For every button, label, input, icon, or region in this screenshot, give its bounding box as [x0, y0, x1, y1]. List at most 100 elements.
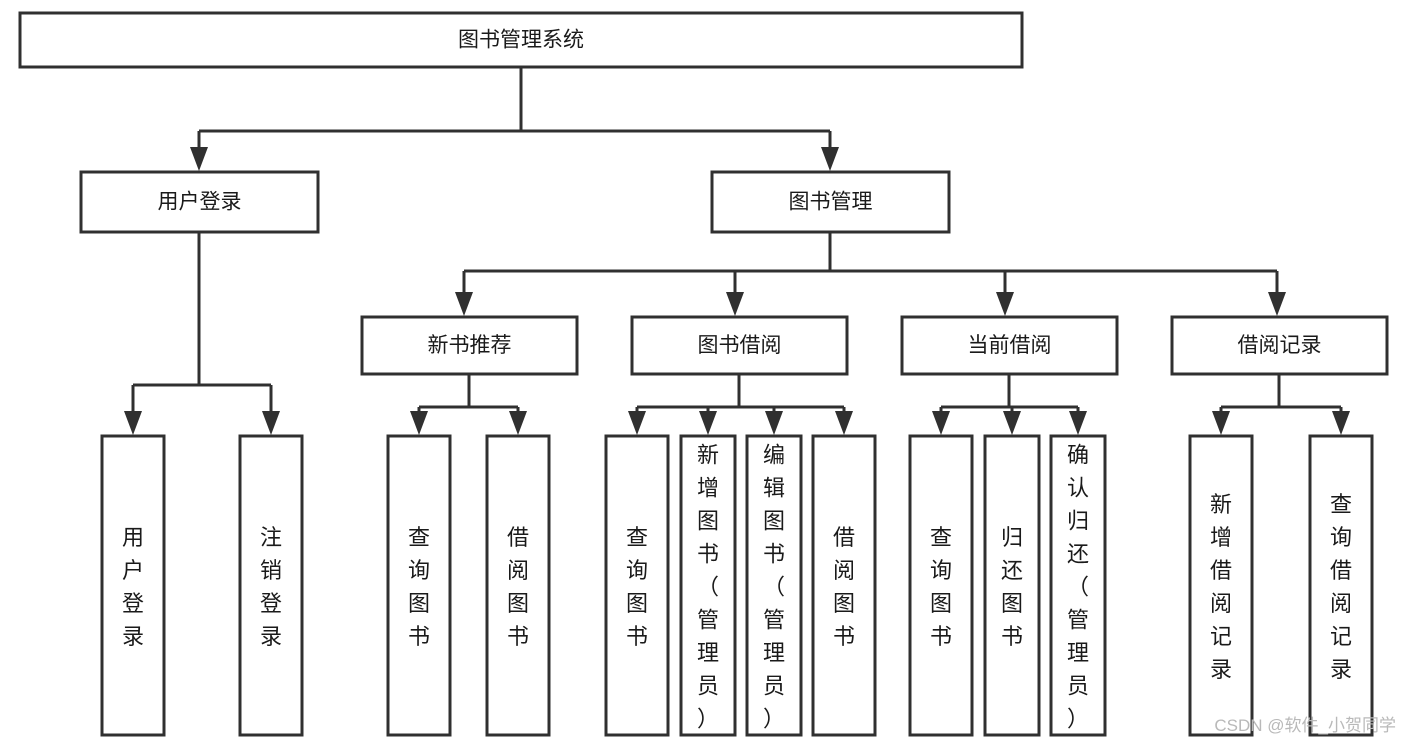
node-user-login-box[interactable] — [79, 170, 320, 234]
node-leaf-query-borrow-record-char: 询 — [1330, 525, 1352, 550]
node-borrow-record[interactable]: 借阅记录 — [1170, 315, 1389, 376]
node-leaf-user-logout-char: 录 — [260, 624, 282, 649]
node-leaf-add-borrow-record-char: 借 — [1210, 558, 1232, 583]
arrow-head-icon — [1332, 411, 1350, 435]
arrow-head-icon — [410, 411, 428, 435]
node-leaf-user-login[interactable]: 用户登录 — [100, 434, 166, 737]
node-leaf-query-book-rec-char: 询 — [408, 558, 430, 583]
node-book-borrow[interactable]: 图书借阅 — [630, 315, 849, 376]
node-leaf-query-book-current-char: 图 — [930, 591, 952, 616]
arrow-head-icon — [124, 411, 142, 435]
node-user-login[interactable]: 用户登录 — [79, 170, 320, 234]
node-leaf-confirm-return-admin-char: 理 — [1067, 641, 1089, 666]
connector-recommend-to-leaves — [417, 374, 520, 414]
node-new-book-recommend[interactable]: 新书推荐 — [360, 315, 579, 376]
arrow-head-icon — [190, 147, 208, 171]
node-leaf-add-book-admin-char: 管 — [697, 608, 719, 633]
node-book-borrow-label: 图书借阅 — [698, 334, 782, 357]
node-book-borrow-box[interactable] — [630, 315, 849, 376]
node-leaf-query-book-rec-char: 图 — [408, 591, 430, 616]
node-book-manage[interactable]: 图书管理 — [710, 170, 951, 234]
node-leaf-return-book-box[interactable] — [983, 434, 1041, 737]
node-leaf-borrow-book-rec-box[interactable] — [485, 434, 551, 737]
node-leaf-add-book-admin-char: 员 — [697, 674, 719, 699]
node-leaf-add-book-admin-char: 新 — [697, 443, 719, 468]
node-leaf-edit-book-admin-char: 理 — [763, 641, 785, 666]
arrow-head-icon — [996, 292, 1014, 316]
arrow-head-icon — [835, 411, 853, 435]
node-current-borrow[interactable]: 当前借阅 — [900, 315, 1119, 376]
connector-current-to-leaves — [939, 374, 1080, 414]
node-leaf-add-book-admin-char: 图 — [697, 509, 719, 534]
node-leaf-edit-book-admin-char: ） — [763, 707, 785, 732]
node-leaf-query-book-borrow-box[interactable] — [604, 434, 670, 737]
node-leaf-borrow-book-char: 图 — [833, 591, 855, 616]
node-leaf-query-borrow-record-char: 录 — [1330, 657, 1352, 682]
node-leaf-user-logout-char: 登 — [260, 591, 282, 616]
node-leaf-user-login-box[interactable] — [100, 434, 166, 737]
node-leaf-return-book-char: 图 — [1001, 591, 1023, 616]
arrow-head-icon — [765, 411, 783, 435]
node-leaf-user-logout-box[interactable] — [238, 434, 304, 737]
node-current-borrow-box[interactable] — [900, 315, 1119, 376]
node-leaf-borrow-book-box[interactable] — [811, 434, 877, 737]
arrow-head-icon — [455, 292, 473, 316]
connector-user-login-to-leaves — [131, 232, 273, 414]
node-leaf-add-book-admin-box[interactable] — [679, 434, 737, 737]
node-root[interactable]: 图书管理系统 — [18, 11, 1024, 69]
node-leaf-add-borrow-record-box[interactable] — [1188, 434, 1254, 737]
arrow-head-icon — [1003, 411, 1021, 435]
node-leaf-confirm-return-admin-box[interactable] — [1049, 434, 1107, 737]
node-leaf-return-book-char: 还 — [1001, 558, 1023, 583]
node-leaf-query-book-rec-box[interactable] — [386, 434, 452, 737]
arrow-head-icon — [262, 411, 280, 435]
node-leaf-edit-book-admin-char: 图 — [763, 509, 785, 534]
node-leaf-query-book-current-char: 询 — [930, 558, 952, 583]
node-new-book-recommend-box[interactable] — [360, 315, 579, 376]
node-leaf-add-borrow-record-char: 阅 — [1210, 591, 1232, 616]
node-leaf-add-book-admin-char: （ — [697, 575, 719, 600]
node-leaf-borrow-book-rec-char: 借 — [507, 525, 529, 550]
node-leaf-edit-book-admin-box[interactable] — [745, 434, 803, 737]
node-leaf-user-login-label: 用户登录 — [122, 525, 144, 649]
node-borrow-record-box[interactable] — [1170, 315, 1389, 376]
node-leaf-user-logout-char: 注 — [260, 525, 282, 550]
node-leaf-query-borrow-record-char: 借 — [1330, 558, 1352, 583]
node-leaf-confirm-return-admin-char: ） — [1067, 707, 1089, 732]
node-leaf-return-book-char: 归 — [1001, 525, 1023, 550]
node-leaf-borrow-book-char: 借 — [833, 525, 855, 550]
node-root-box[interactable] — [18, 11, 1024, 69]
node-leaf-edit-book-admin-char: 编 — [763, 443, 785, 468]
node-leaf-query-borrow-record-box[interactable] — [1308, 434, 1374, 737]
node-leaf-edit-book-admin-char: 管 — [763, 608, 785, 633]
node-leaf-borrow-book-char: 书 — [833, 624, 855, 649]
node-leaf-query-book-current-box[interactable] — [908, 434, 974, 737]
arrow-head-icon — [1268, 292, 1286, 316]
node-book-manage-box[interactable] — [710, 170, 951, 234]
node-leaf-edit-book-admin-char: 辑 — [763, 476, 785, 501]
connectors-layer — [124, 67, 1350, 435]
